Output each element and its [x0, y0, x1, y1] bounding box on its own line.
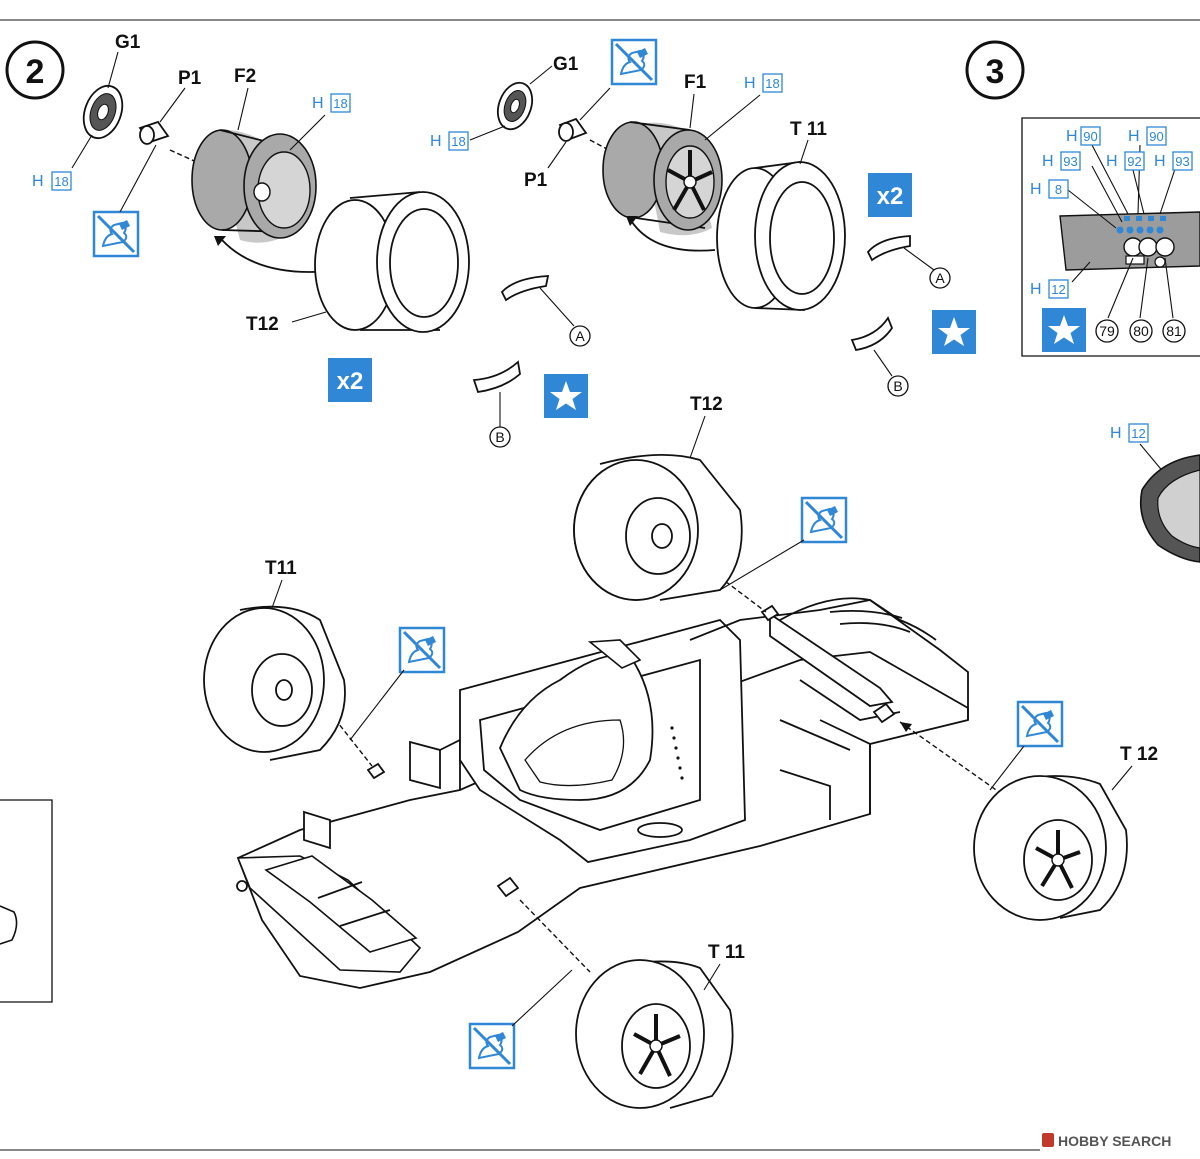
h-prefix: H: [312, 95, 324, 112]
color-code-box: [448, 131, 469, 151]
h-prefix: H: [32, 173, 44, 190]
step-2-badge: 2: [5, 40, 65, 100]
no-glue-icon: [610, 38, 658, 86]
clip-b-right: B: [850, 316, 909, 397]
step-3-number: 3: [986, 53, 1005, 91]
watermark-text: HOBBY SEARCH: [1058, 1133, 1171, 1149]
inset-h90-a: 90: [1083, 129, 1097, 144]
label-f1: F1: [684, 72, 707, 93]
h-prefix: H: [430, 133, 442, 150]
g1-brake-disc-right: [496, 81, 534, 131]
color-code-box: [1124, 151, 1145, 171]
g1-brake-disc-left: [82, 84, 124, 140]
label-t11-top: T 11: [790, 119, 827, 140]
inset-h12: 12: [1051, 282, 1065, 297]
color-code-box: [51, 171, 72, 191]
mark-b-left: B: [495, 429, 504, 445]
inset-h93-a: 93: [1063, 154, 1077, 169]
inset-h93-b: 93: [1175, 154, 1189, 169]
watermark-logo-icon: [1042, 1133, 1054, 1147]
h-prefix: H: [1154, 153, 1166, 170]
f2-rim: [191, 129, 317, 243]
mark-a-left: A: [575, 328, 585, 344]
color-code-box: [1060, 151, 1081, 171]
t11-tire-chassis-bottom: [575, 959, 734, 1109]
color-code-box: [1048, 179, 1069, 199]
color-code-box: [1172, 151, 1193, 171]
p1-bushing-left: [138, 120, 170, 145]
gauge-holes: [1116, 216, 1175, 268]
mark-b-right: B: [893, 378, 902, 394]
left-wheel-assembly: G1 H 18 P1 F2 H 18: [32, 32, 591, 448]
h-prefix: H: [1030, 281, 1042, 298]
clip-b-left: B: [472, 360, 521, 448]
h-prefix: H: [1106, 153, 1118, 170]
color-code-box: [330, 93, 351, 113]
inset-h92: 92: [1127, 154, 1141, 169]
step-2-number: 2: [26, 53, 45, 91]
no-glue-icon: [92, 210, 140, 258]
label-t11-chassis-left: T11: [265, 558, 297, 579]
t12-tire-chassis-top: [573, 453, 743, 601]
h-prefix: H: [1110, 425, 1122, 442]
t11-tire-chassis-left: [203, 605, 346, 761]
t12-tire-chassis-right: [973, 775, 1128, 921]
x2-badge-right: x2: [868, 173, 912, 217]
t12-tire-left: [314, 191, 473, 333]
t11-tire-top: [716, 161, 846, 311]
color-code-box: [1146, 126, 1167, 146]
no-glue-icon: [800, 496, 848, 544]
h-prefix: H: [1042, 153, 1054, 170]
x2-badge-left: x2: [328, 358, 372, 402]
star-icon: [1042, 308, 1086, 352]
clip-a-right: A: [866, 235, 951, 289]
h18-g1-left: 18: [54, 174, 68, 189]
no-glue-icon: [1016, 700, 1064, 748]
inset-h8: 8: [1055, 182, 1062, 197]
no-glue-icon: [468, 1022, 516, 1070]
f1-rim: [602, 121, 723, 236]
step-3-badge: 3: [965, 40, 1025, 100]
h-prefix: H: [1030, 181, 1042, 198]
star-icon: [932, 310, 976, 354]
star-icon: [544, 374, 588, 418]
h12-right-edge: 12: [1131, 426, 1145, 441]
h18-g1-right: 18: [451, 134, 465, 149]
decal-81: 81: [1166, 323, 1182, 339]
color-code-box: [1080, 126, 1101, 146]
no-glue-icon: [398, 626, 446, 674]
h-prefix: H: [744, 75, 756, 92]
step-3-inset-panel: H 90 H 90 H 93 H 92 H 93 H 8 H 12 79 80 …: [1021, 117, 1200, 357]
watermark: HOBBY SEARCH: [1042, 1133, 1171, 1149]
body-part-right-edge: H 12: [1110, 423, 1200, 563]
h-prefix: H: [1066, 128, 1078, 145]
color-code-box: [762, 73, 783, 93]
label-p1-right: P1: [524, 170, 548, 191]
h-prefix: H: [1128, 128, 1140, 145]
label-p1-left: P1: [178, 68, 202, 89]
label-g1-right: G1: [553, 54, 579, 75]
right-wheel-assembly: G1 H 18 P1: [430, 38, 976, 397]
label-t12-chassis: T12: [690, 394, 723, 415]
x2-text-left: x2: [337, 368, 364, 395]
color-code-box: [1128, 423, 1149, 443]
decal-80: 80: [1133, 323, 1149, 339]
mark-a-right: A: [935, 270, 945, 286]
label-f2: F2: [234, 66, 256, 87]
partial-left-panel: [0, 799, 53, 1003]
p1-bushing-right: [558, 117, 588, 142]
color-code-box: [1048, 279, 1069, 299]
clip-a-left: A: [500, 275, 591, 347]
label-t11-chassis-bottom: T 11: [708, 942, 745, 963]
label-t12-left: T12: [246, 314, 279, 335]
label-g1-left: G1: [115, 32, 141, 53]
h18-f1: 18: [765, 76, 779, 91]
x2-text-right: x2: [877, 183, 904, 210]
chassis: [236, 597, 969, 989]
decal-79: 79: [1099, 323, 1115, 339]
inset-h90-b: 90: [1149, 129, 1163, 144]
h18-f2: 18: [333, 96, 347, 111]
label-t12-chassis-right: T 12: [1120, 744, 1158, 765]
